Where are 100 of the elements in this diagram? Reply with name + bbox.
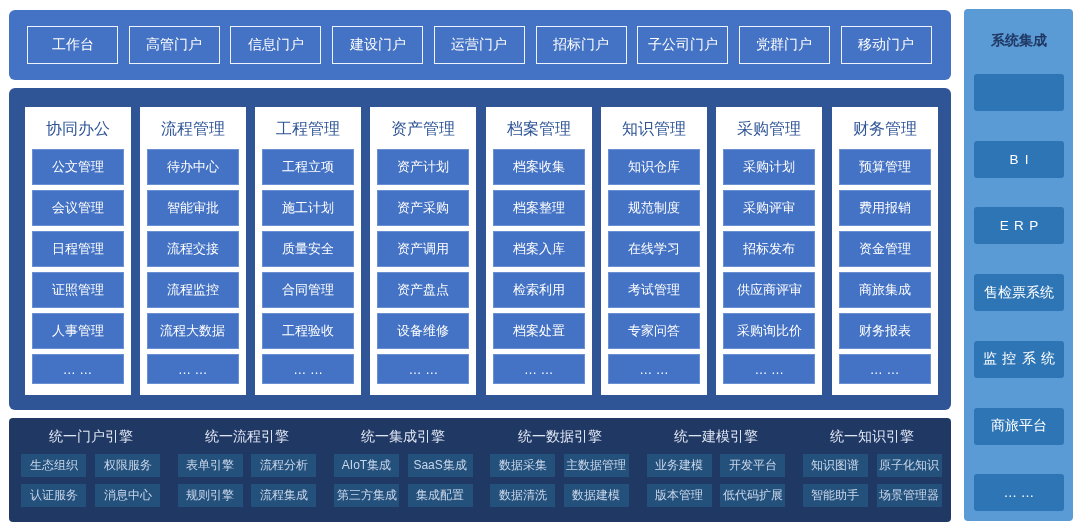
engine-box: 开发平台 bbox=[720, 454, 786, 477]
function-box: … … bbox=[377, 354, 470, 384]
engine-box: 表单引擎 bbox=[177, 454, 243, 477]
column-heading: 协同办公 bbox=[44, 119, 111, 139]
function-box: 质量安全 bbox=[262, 231, 355, 267]
module-card bbox=[255, 107, 362, 395]
function-box: 资产调用 bbox=[377, 231, 470, 267]
engine-heading: 统一建模引擎 bbox=[672, 429, 759, 446]
module-card bbox=[370, 107, 477, 395]
function-box: 流程监控 bbox=[146, 272, 239, 308]
function-box: 资产盘点 bbox=[377, 272, 470, 308]
column-heading: 资产管理 bbox=[390, 119, 457, 139]
engine-box: 业务建模 bbox=[646, 454, 712, 477]
module-card bbox=[601, 107, 707, 395]
engine-box: 场景管理器 bbox=[876, 484, 942, 507]
column-heading: 财务管理 bbox=[851, 119, 918, 139]
system-box: 商旅平台 bbox=[974, 407, 1064, 445]
engine-box: 数据采集 bbox=[490, 454, 556, 477]
system-box: … … bbox=[974, 474, 1064, 512]
function-box: 公文管理 bbox=[31, 149, 124, 185]
engine-layer-panel bbox=[9, 418, 951, 522]
function-box: 档案入库 bbox=[492, 231, 585, 267]
engine-heading: 统一数据引擎 bbox=[516, 429, 603, 446]
function-box: 招标发布 bbox=[723, 231, 816, 267]
engine-box: 权限服务 bbox=[95, 454, 160, 477]
function-box: 供应商评审 bbox=[723, 272, 816, 308]
engine-box: 流程分析 bbox=[251, 454, 317, 477]
module-card bbox=[139, 107, 246, 395]
engine-box: 集成配置 bbox=[407, 484, 473, 507]
system-box bbox=[974, 74, 1064, 111]
portal-box: 信息门户 bbox=[230, 26, 322, 64]
engine-heading: 统一门户引擎 bbox=[47, 429, 134, 446]
integration-panel bbox=[964, 9, 1073, 521]
engine-box: 生态组织 bbox=[21, 454, 87, 477]
column-heading: 档案管理 bbox=[505, 119, 572, 139]
engine-box: 原子化知识 bbox=[876, 454, 942, 477]
portal-box: 移动门户 bbox=[840, 26, 932, 64]
portal-box: 党群门户 bbox=[738, 26, 830, 64]
function-box: 检索利用 bbox=[492, 272, 585, 308]
portal-box: 工作台 bbox=[27, 26, 118, 64]
portal-box: 高管门户 bbox=[128, 26, 220, 64]
function-box: 采购计划 bbox=[723, 149, 816, 185]
function-box: 采购评审 bbox=[723, 190, 816, 226]
portal-layer-panel bbox=[9, 10, 951, 80]
function-box: … … bbox=[262, 354, 355, 384]
system-box: ERP bbox=[974, 207, 1064, 245]
function-box: 合同管理 bbox=[262, 272, 355, 308]
engine-box: 规则引擎 bbox=[177, 484, 243, 507]
application-layer-panel bbox=[9, 88, 951, 410]
engine-box: 流程集成 bbox=[251, 484, 317, 507]
engine-box: 数据清洗 bbox=[490, 484, 556, 507]
function-box: 档案收集 bbox=[492, 149, 585, 185]
column-heading: 知识管理 bbox=[621, 119, 687, 139]
function-box: … … bbox=[492, 354, 585, 384]
function-box: 费用报销 bbox=[838, 190, 931, 226]
function-box: 工程立项 bbox=[262, 149, 355, 185]
column-heading: 工程管理 bbox=[275, 119, 342, 139]
function-box: … … bbox=[146, 354, 239, 384]
engine-box: 数据建模 bbox=[563, 484, 629, 507]
function-box: … … bbox=[723, 354, 816, 384]
portal-box: 运营门户 bbox=[433, 26, 525, 64]
function-box: … … bbox=[608, 354, 700, 384]
function-box: 预算管理 bbox=[838, 149, 931, 185]
function-box: 资金管理 bbox=[838, 231, 931, 267]
function-box: 财务报表 bbox=[838, 313, 931, 349]
module-card bbox=[716, 107, 823, 395]
function-box: 资产采购 bbox=[377, 190, 470, 226]
panel-heading: 系统集成 bbox=[989, 32, 1048, 49]
function-box: 商旅集成 bbox=[838, 272, 931, 308]
function-box: 会议管理 bbox=[31, 190, 124, 226]
engine-box: 知识图谱 bbox=[802, 454, 868, 477]
function-box: 流程大数据 bbox=[146, 313, 239, 349]
function-box: 日程管理 bbox=[31, 231, 124, 267]
engine-box: SaaS集成 bbox=[407, 454, 473, 477]
function-box: … … bbox=[838, 354, 931, 384]
engine-box: AIoT集成 bbox=[334, 454, 399, 477]
engine-heading: 统一知识引擎 bbox=[829, 429, 916, 446]
engine-box: 低代码扩展 bbox=[720, 484, 786, 507]
portal-box: 招标门户 bbox=[535, 26, 627, 64]
function-box: 证照管理 bbox=[31, 272, 124, 308]
engine-box: 智能助手 bbox=[802, 484, 868, 507]
module-card bbox=[831, 107, 938, 395]
function-box: 资产计划 bbox=[377, 149, 470, 185]
function-box: 流程交接 bbox=[146, 231, 239, 267]
function-box: 设备维修 bbox=[377, 313, 470, 349]
function-box: 智能审批 bbox=[146, 190, 239, 226]
engine-heading: 统一集成引擎 bbox=[360, 429, 447, 446]
engine-box: 版本管理 bbox=[646, 484, 712, 507]
function-box: 考试管理 bbox=[608, 272, 700, 308]
module-card bbox=[24, 107, 131, 395]
function-box: 知识仓库 bbox=[608, 149, 700, 185]
engine-box: 认证服务 bbox=[21, 484, 87, 507]
engine-heading: 统一流程引擎 bbox=[204, 429, 290, 446]
engine-box: 第三方集成 bbox=[334, 484, 399, 507]
function-box: 施工计划 bbox=[262, 190, 355, 226]
portal-box: 子公司门户 bbox=[637, 26, 729, 64]
system-box: 监控系统 bbox=[974, 340, 1064, 378]
module-card bbox=[485, 107, 592, 395]
engine-box: 消息中心 bbox=[95, 484, 160, 507]
system-box: BI bbox=[974, 140, 1064, 178]
